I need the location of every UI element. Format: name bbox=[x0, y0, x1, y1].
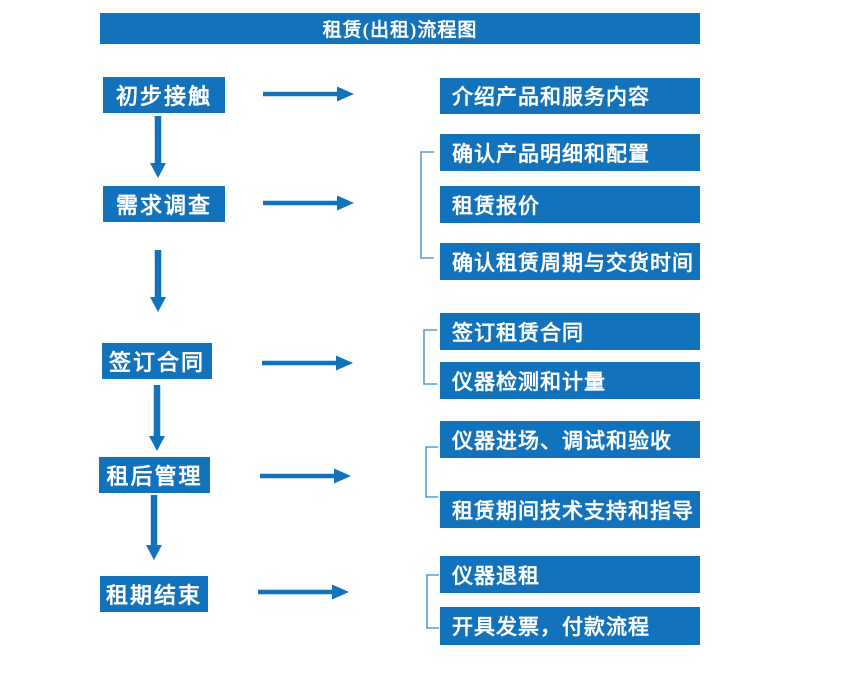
flowchart-title: 租赁(出租)流程图 bbox=[100, 13, 700, 44]
detail-box-instrument-return: 仪器退租 bbox=[440, 556, 700, 593]
step-box-initial-contact: 初步接触 bbox=[103, 77, 225, 113]
detail-box-tech-support: 租赁期间技术支持和指导 bbox=[440, 491, 700, 528]
step-box-demand-survey: 需求调查 bbox=[103, 186, 225, 222]
bracket-survey-details bbox=[420, 151, 434, 259]
v-arrow-survey-to-contract bbox=[150, 250, 166, 312]
step-box-rental-end: 租期结束 bbox=[100, 576, 208, 612]
v-arrow-initial-to-survey bbox=[150, 116, 166, 178]
h-arrow-sign-contract bbox=[262, 355, 353, 371]
detail-box-confirm-config: 确认产品明细和配置 bbox=[440, 134, 700, 171]
detail-box-rental-quote: 租赁报价 bbox=[440, 186, 700, 223]
bracket-contract-details bbox=[423, 329, 437, 385]
detail-box-sign-rental-contract: 签订租赁合同 bbox=[440, 313, 700, 350]
h-arrow-initial-contact bbox=[263, 86, 354, 102]
h-arrow-post-rental bbox=[260, 468, 351, 484]
bracket-end-details bbox=[426, 574, 439, 629]
h-arrow-demand-survey bbox=[263, 195, 354, 211]
step-box-post-rental: 租后管理 bbox=[99, 457, 210, 493]
bracket-management-details bbox=[425, 446, 438, 498]
detail-box-introduce-products: 介绍产品和服务内容 bbox=[440, 78, 700, 114]
detail-box-invoice-payment: 开具发票，付款流程 bbox=[440, 607, 700, 645]
v-arrow-contract-to-management bbox=[149, 385, 165, 451]
detail-box-confirm-period: 确认租赁周期与交货时间 bbox=[440, 243, 700, 280]
v-arrow-management-to-end bbox=[146, 495, 162, 560]
step-box-sign-contract: 签订合同 bbox=[102, 343, 212, 379]
detail-box-instrument-setup: 仪器进场、调试和验收 bbox=[440, 421, 700, 458]
h-arrow-rental-end bbox=[258, 584, 349, 600]
detail-box-instrument-testing: 仪器检测和计量 bbox=[440, 362, 700, 399]
